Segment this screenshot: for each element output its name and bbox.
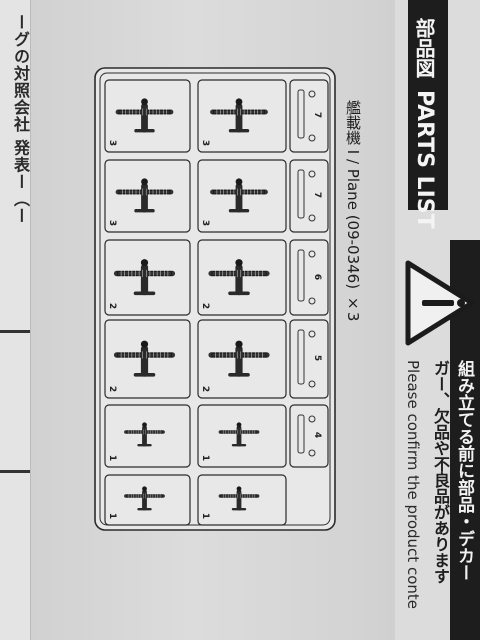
warning-triangle-icon — [405, 260, 475, 346]
small-part — [297, 249, 305, 302]
parts-list-title: 部品図 PARTS LIST — [410, 18, 439, 228]
aircraft-part — [210, 98, 268, 133]
small-part — [308, 250, 316, 258]
part-number: 7 — [312, 191, 323, 199]
small-part — [308, 134, 316, 142]
small-part — [297, 329, 305, 385]
sprue-frame — [94, 67, 336, 531]
sprue-cell — [289, 319, 329, 399]
part-number: 6 — [312, 273, 323, 280]
small-part — [308, 380, 316, 388]
small-part — [297, 414, 305, 454]
sprue-label: 艦載機 I / Plane (09-0346) ×3 — [344, 100, 362, 322]
sprue-cell — [197, 79, 287, 153]
part-number: 3 — [200, 139, 211, 147]
sprue-cell — [289, 79, 329, 153]
left-page-rule — [0, 470, 30, 473]
part-number: 2 — [200, 302, 211, 310]
small-part — [308, 449, 316, 457]
sprue-cell — [104, 159, 191, 233]
small-part — [297, 169, 305, 219]
sprue-cell — [289, 159, 329, 233]
small-part — [308, 297, 316, 305]
notice-line-3: Please confirm the product conte — [404, 360, 422, 609]
aircraft-part — [210, 178, 268, 213]
sprue-cell — [104, 404, 191, 468]
sprue-cell — [197, 239, 287, 316]
part-number: 5 — [312, 354, 323, 362]
part-number: 2 — [200, 385, 211, 393]
notice-line-1: 組み立てる前に部品・デカー — [454, 360, 474, 581]
part-number: 1 — [107, 512, 118, 520]
aircraft-part — [124, 422, 165, 447]
part-number: 2 — [107, 302, 118, 310]
sprue-cell — [197, 404, 287, 468]
sprue-cell — [104, 474, 191, 526]
aircraft-part — [113, 259, 176, 296]
part-number: 3 — [107, 219, 118, 227]
part-number: 1 — [107, 454, 118, 462]
aircraft-part — [113, 340, 176, 377]
sprue-cell — [104, 239, 191, 316]
title-english: PARTS LIST — [412, 89, 437, 229]
small-part — [308, 330, 316, 338]
part-number: 1 — [200, 512, 211, 520]
left-page-rule — [0, 330, 30, 333]
aircraft-part — [124, 486, 165, 511]
part-number: 7 — [312, 111, 323, 119]
aircraft-part — [208, 259, 270, 296]
small-part — [308, 214, 316, 222]
part-number: 3 — [200, 219, 211, 227]
title-japanese: 部品図 — [412, 18, 436, 78]
small-part — [308, 415, 316, 423]
sprue-cell — [197, 159, 287, 233]
left-page-text: ーグの対照会社 発表ー（ー — [11, 14, 30, 225]
small-part — [297, 89, 305, 139]
part-number: 4 — [312, 431, 323, 439]
sprue-cell — [197, 319, 287, 399]
part-number: 3 — [107, 139, 118, 147]
part-number: 2 — [107, 385, 118, 393]
small-part — [308, 90, 316, 98]
sprue-cell — [197, 474, 287, 526]
aircraft-part — [218, 422, 260, 447]
sprue-cell — [104, 319, 191, 399]
notice-line-2: ガー、欠品や不良品があります — [431, 360, 450, 584]
sprue-cell — [104, 79, 191, 153]
sprue-cell — [289, 404, 329, 468]
aircraft-part — [208, 340, 270, 377]
left-page-edge: ーグの対照会社 発表ー（ー — [0, 0, 31, 640]
aircraft-part — [218, 486, 260, 511]
sprue-cell — [289, 239, 329, 316]
small-part — [308, 170, 316, 178]
aircraft-part — [115, 98, 174, 133]
parts-list-title-bar — [408, 0, 448, 210]
part-number: 1 — [200, 454, 211, 462]
aircraft-part — [115, 178, 174, 213]
